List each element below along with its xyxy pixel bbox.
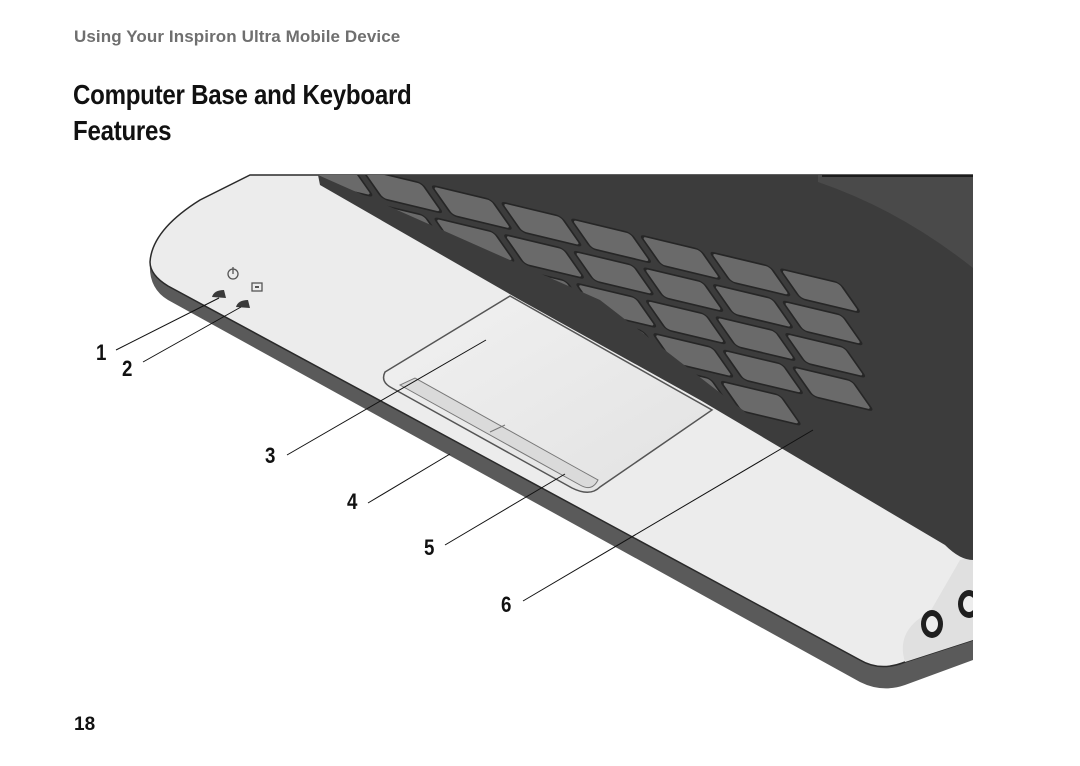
battery-status-light-icon [251,282,263,292]
touch-pad [382,295,714,493]
page-number: 18 [74,714,96,735]
power-light-icon [227,267,239,280]
callout-1: 1 [96,340,107,365]
keyboard-well [318,175,973,560]
touch-pad-buttons [398,377,599,489]
callout-lines [115,297,814,602]
page-title: Computer Base and Keyboard Features [73,79,412,146]
callout-5: 5 [424,535,435,560]
callout-2: 2 [122,356,133,381]
callout-4: 4 [347,489,358,514]
callout-6: 6 [501,592,512,617]
callout-3: 3 [265,443,276,468]
running-head: Using Your Inspiron Ultra Mobile Device [74,27,401,46]
audio-ports [921,590,973,638]
